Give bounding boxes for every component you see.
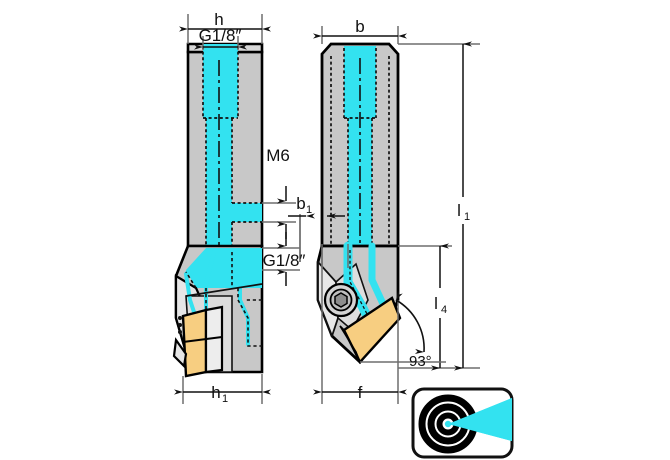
precision-coolant-icon	[411, 387, 514, 459]
label-m6: M6	[266, 146, 290, 165]
svg-text:1: 1	[306, 204, 312, 216]
side-view-insert-split	[182, 336, 223, 343]
label-h: h	[214, 10, 223, 29]
side-view-insert	[181, 308, 208, 378]
svg-text:4: 4	[441, 304, 447, 316]
front-view-coolant-counterbore	[344, 46, 376, 118]
front-view-group	[316, 42, 402, 365]
side-view-m6-port	[232, 203, 262, 222]
side-view-coolant-counterbore	[203, 44, 238, 118]
label-angle: 93°	[409, 353, 432, 370]
label-g18-lower: G1/8″	[263, 251, 306, 270]
coolant-jet-overlay	[448, 398, 512, 441]
side-view-hidden-lines	[202, 46, 262, 246]
label-f: f	[358, 383, 363, 402]
label-b1: b 1	[296, 194, 312, 216]
svg-text:h: h	[211, 383, 220, 402]
svg-text:b: b	[296, 194, 305, 213]
label-b: b	[355, 17, 364, 36]
coolant-centre	[444, 420, 452, 428]
svg-text:1: 1	[222, 393, 228, 405]
svg-text:l: l	[457, 201, 461, 220]
side-view-serrations	[178, 316, 182, 334]
svg-text:l: l	[434, 294, 438, 313]
svg-text:1: 1	[464, 211, 470, 223]
side-view-nose	[172, 337, 188, 369]
label-l4: l 4	[434, 294, 447, 316]
front-view-insert-edge	[339, 325, 361, 363]
side-view-head-coolant-pocket	[186, 248, 262, 288]
front-view-clamp-screw-hex	[334, 292, 348, 308]
dimension-labels: h G1/8″ b M6 b 1 G1/8″ l 1 l 4 h 1 f	[199, 10, 471, 405]
label-g18-top: G1/8″	[199, 26, 242, 45]
dimension-lines	[174, 14, 480, 404]
label-l1: l 1	[457, 201, 470, 223]
side-view-parting-line	[185, 283, 263, 297]
side-view-shim	[204, 305, 224, 374]
side-view-group	[172, 42, 264, 378]
label-h1: h 1	[211, 383, 228, 405]
